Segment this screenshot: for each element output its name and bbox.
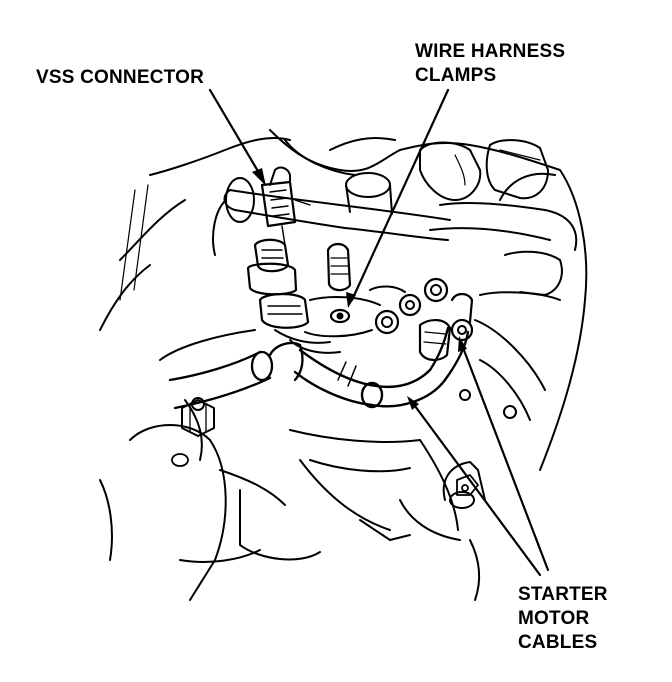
starter-arrowhead-1: [458, 336, 467, 352]
wire-harness-clamps-label: WIRE HARNESS CLAMPS: [415, 40, 565, 88]
arrowheads: [252, 168, 467, 410]
vss-connector-text: VSS CONNECTOR: [36, 67, 204, 88]
lower-housing: [99, 329, 486, 601]
vss-connector-label: VSS CONNECTOR: [36, 66, 204, 90]
engine-block-outline: [99, 129, 588, 471]
vss-connector: [260, 166, 311, 246]
wire-harness-clamps-line-1: WIRE HARNESS: [415, 41, 566, 62]
starter-motor-cables-line-1: STARTER: [518, 584, 608, 605]
left-hose: [168, 341, 304, 410]
starter-motor-cable: [293, 326, 470, 409]
starter-motor-cables-line-3: CABLES: [518, 632, 598, 653]
starter-motor-cables-label: STARTER MOTOR CABLES: [518, 583, 608, 655]
transmission-housing: [419, 139, 578, 421]
starter-leader-line-1: [460, 343, 550, 572]
upper-pipe: [212, 172, 451, 256]
starter-leader-line-2: [410, 400, 542, 577]
vss-leader-line: [208, 88, 264, 180]
clamps-leader-line: [350, 88, 450, 302]
starter-arrowhead-2: [407, 396, 419, 410]
wire-harness-clamps-line-2: CLAMPS: [415, 65, 497, 86]
speed-sensor-mount: [246, 238, 341, 354]
hex-bolt: [181, 397, 215, 437]
clamps-arrowhead: [346, 292, 356, 308]
leader-lines: [208, 88, 550, 577]
harness-clamp-area: [304, 242, 406, 338]
starter-motor-cables-line-2: MOTOR: [518, 608, 590, 629]
starter-terminals: [374, 277, 474, 361]
vss-arrowhead: [252, 168, 266, 186]
